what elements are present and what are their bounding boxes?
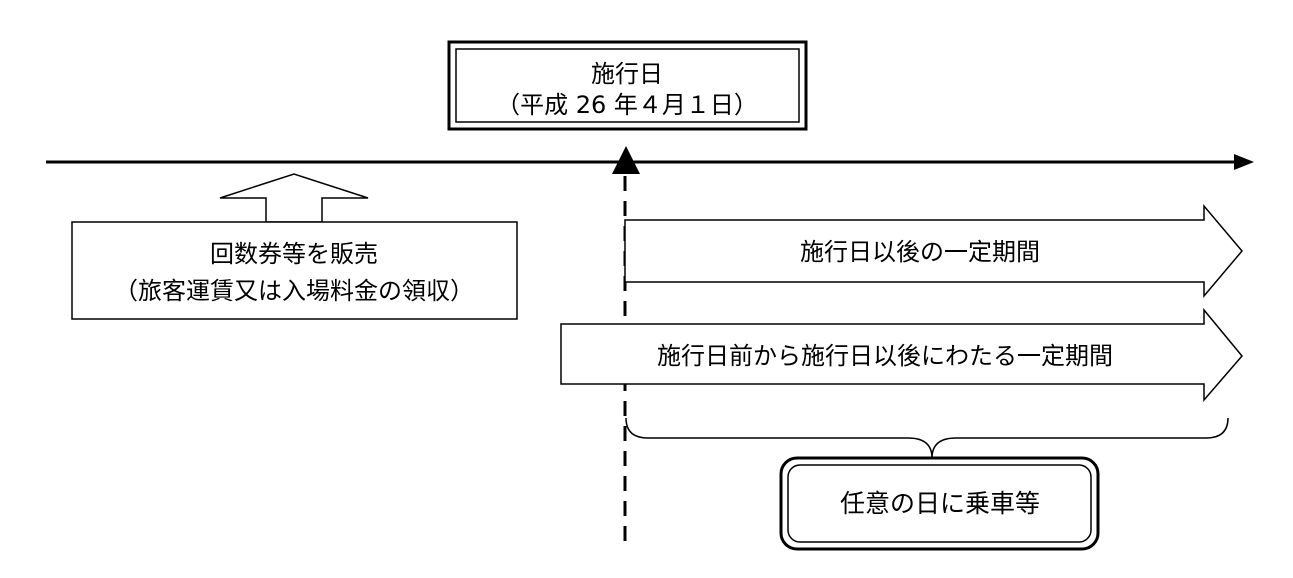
period-spanning-arrow: 施行日前から施行日以後にわたる一定期間 xyxy=(560,307,1243,403)
timeline-arrow xyxy=(46,154,1254,170)
period-after-arrow: 施行日以後の一定期間 xyxy=(624,203,1243,299)
up-block-arrow-icon xyxy=(219,173,369,223)
sale-line1: 回数券等を販売 xyxy=(210,240,378,268)
boarding-label: 任意の日に乗車等 xyxy=(840,489,1040,518)
effective-date-date: （平成 26 年４月１日） xyxy=(496,91,758,119)
triangle-marker-icon xyxy=(612,146,640,174)
sale-line2: （旅客運賃又は入場料金の領収） xyxy=(114,277,474,305)
period-spanning-label: 施行日前から施行日以後にわたる一定期間 xyxy=(657,342,1113,370)
curly-brace xyxy=(625,417,1229,459)
period-after-label: 施行日以後の一定期間 xyxy=(800,238,1040,266)
effective-date-box: 施行日 （平成 26 年４月１日） xyxy=(447,40,808,131)
sale-box: 回数券等を販売 （旅客運賃又は入場料金の領収） xyxy=(71,221,518,320)
effective-date-title: 施行日 xyxy=(591,60,663,88)
boarding-box: 任意の日に乗車等 xyxy=(779,456,1100,551)
